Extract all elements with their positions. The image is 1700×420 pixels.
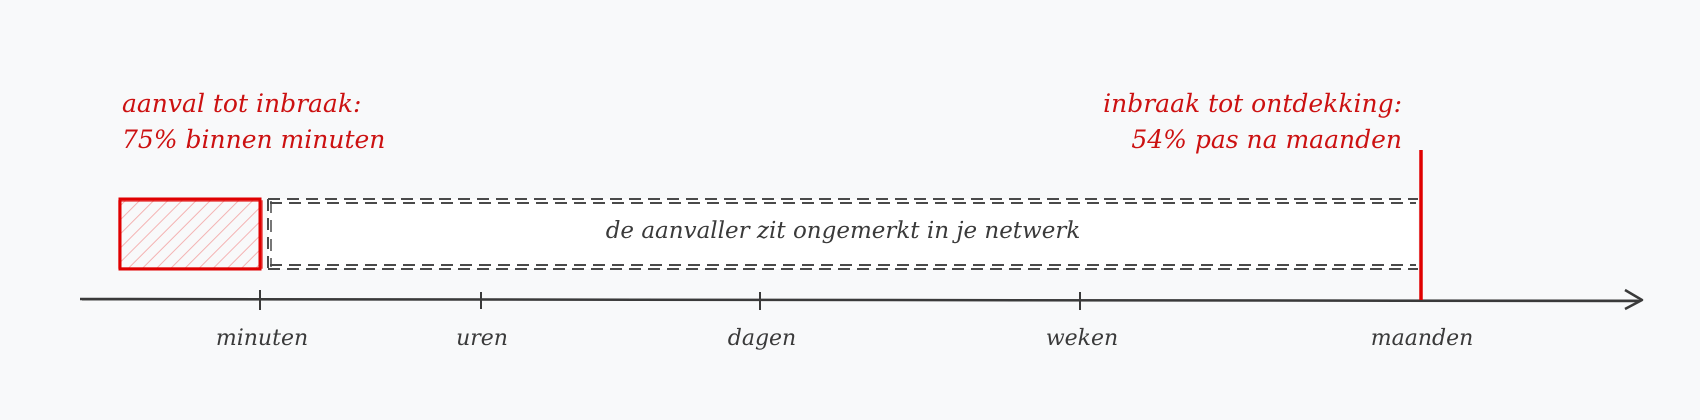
attack-to-breach-title: aanval tot inbraak: [122,89,362,118]
tick-label-minuten: minuten [215,326,309,351]
dwell-time-label: de aanvaller zit ongemerkt in je netwerk [605,218,1081,244]
breach-to-detection-title: inbraak tot ontdekking: [1103,89,1402,118]
breach-to-detection-callout: inbraak tot ontdekking: 54% pas na maand… [1103,86,1402,158]
attack-to-breach-callout: aanval tot inbraak: 75% binnen minuten [122,86,385,158]
tick-label-dagen: dagen [727,326,797,351]
breach-to-detection-detail: 54% pas na maanden [1131,125,1402,154]
dwell-time-box [267,198,1418,270]
tick-label-weken: weken [1045,326,1119,351]
attack-to-breach-detail: 75% binnen minuten [122,125,386,154]
timeline-axis [79,297,1641,303]
axis-arrowhead [1624,288,1644,311]
tick-label-maanden: maanden [1370,326,1474,351]
tick-label-uren: uren [456,326,508,351]
breach-window-box [118,197,262,271]
